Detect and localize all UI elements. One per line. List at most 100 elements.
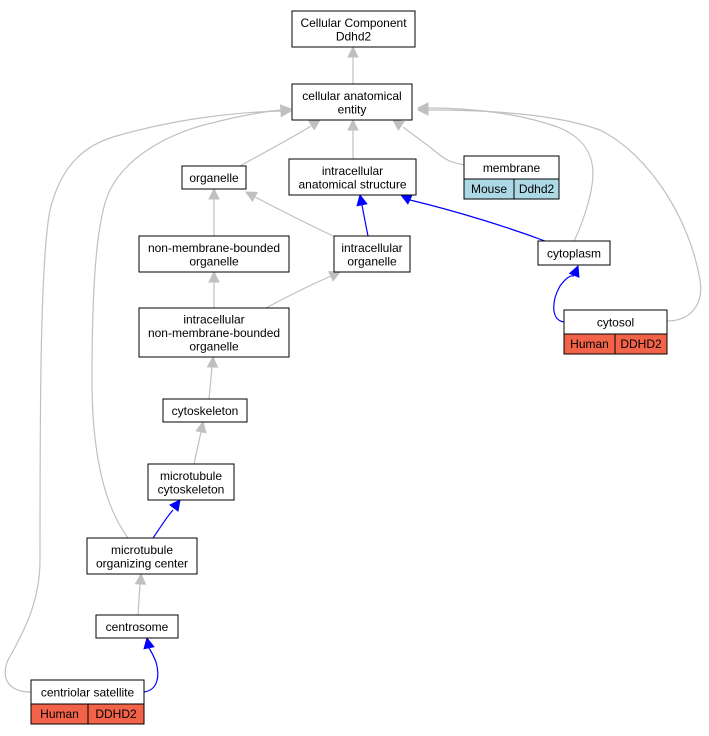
node-label: centrosome <box>106 620 169 634</box>
edge-line <box>239 125 312 167</box>
node-box <box>86 537 198 575</box>
edge-line <box>193 431 202 465</box>
node-organelle[interactable]: organelle <box>181 165 247 190</box>
arrowhead <box>356 193 368 207</box>
node-label: cytosol <box>597 316 634 330</box>
edge-line <box>152 509 174 539</box>
node-label: organelle <box>347 254 397 268</box>
edge-line <box>254 196 334 237</box>
edge-line <box>361 204 369 237</box>
node-cytoplasm[interactable]: cytoplasm <box>537 240 611 266</box>
gene-badge <box>87 703 145 725</box>
edge-line <box>137 583 141 616</box>
gene-label: Ddhd2 <box>519 182 555 196</box>
arrowhead <box>328 271 342 282</box>
node-label: organizing center <box>96 556 188 570</box>
node-box <box>181 165 247 190</box>
node-label: Ddhd2 <box>336 29 372 43</box>
arrowhead <box>208 187 220 200</box>
arrowhead <box>347 118 359 131</box>
edge-microtubule-organizing-center-to-microtubule-cytoskeleton <box>152 499 181 539</box>
edge-intracellular-nmb-organelle-to-non-membrane-bounded-organelle <box>208 270 220 308</box>
arrowhead <box>195 420 207 434</box>
gene-label: DDHD2 <box>620 337 662 351</box>
node-box <box>537 240 611 266</box>
gene-badge <box>513 178 560 200</box>
edge-intracellular-organelle-to-organelle <box>245 191 334 237</box>
edge-line <box>143 647 159 693</box>
node-label: intracellular <box>322 164 383 178</box>
edges-layer <box>4 45 702 693</box>
species-label: Mouse <box>471 182 507 196</box>
node-label: organelle <box>189 254 239 268</box>
edge-intracellular-nmb-organelle-to-intracellular-organelle <box>265 271 342 309</box>
edge-intracellular-anatomical-structure-to-cellular-anatomical-entity <box>347 118 359 159</box>
node-centrosome[interactable]: centrosome <box>95 614 179 639</box>
edge-microtubule-cytoskeleton-to-cytoskeleton <box>193 420 207 465</box>
node-label: microtubule <box>160 469 222 483</box>
node-intracellular-nmb-organelle[interactable]: intracellularnon-membrane-boundedorganel… <box>138 307 290 358</box>
edge-line <box>402 126 465 166</box>
node-label: cytoplasm <box>547 247 601 261</box>
edge-line <box>553 275 575 323</box>
edge-line <box>409 199 546 242</box>
arrowhead <box>169 499 181 512</box>
node-label: organelle <box>189 340 239 354</box>
edge-cytosol-to-cytoplasm <box>553 264 580 323</box>
edge-line <box>208 366 213 400</box>
arrowhead <box>208 270 220 283</box>
node-label: microtubule <box>111 543 173 557</box>
arrowhead <box>416 104 429 116</box>
species-label: Human <box>570 337 609 351</box>
edge-cytoskeleton-to-intracellular-nmb-organelle <box>206 355 219 400</box>
node-label: entity <box>338 102 367 116</box>
node-label: Cellular Component <box>300 16 407 30</box>
node-box <box>138 235 290 273</box>
arrowhead <box>399 194 413 205</box>
node-box <box>291 83 413 121</box>
edge-line <box>4 110 282 693</box>
node-label: intracellular <box>341 241 402 255</box>
node-label: organelle <box>189 171 239 185</box>
node-box <box>291 10 416 48</box>
edge-organelle-to-cellular-anatomical-entity <box>239 119 321 167</box>
edge-centriolar-satellite-to-cellular-anatomical-entity <box>4 105 293 693</box>
node-box <box>333 235 411 273</box>
node-label: cytoskeleton <box>158 482 225 496</box>
node-label: membrane <box>483 161 541 175</box>
arrowhead <box>280 105 293 118</box>
edge-intracellular-organelle-to-intracellular-anatomical-structure <box>356 193 369 237</box>
gene-badge <box>614 333 668 355</box>
arrowhead <box>347 45 359 58</box>
edge-non-membrane-bounded-organelle-to-organelle <box>208 187 220 236</box>
node-box <box>147 463 235 501</box>
arrowhead <box>134 572 147 585</box>
arrowhead <box>206 355 219 368</box>
edge-cellular-anatomical-entity-to-root <box>347 45 359 84</box>
node-label: non-membrane-bounded <box>148 326 280 340</box>
edge-line <box>265 275 332 309</box>
node-cytoskeleton[interactable]: cytoskeleton <box>162 398 248 423</box>
edge-centrosome-to-microtubule-organizing-center <box>134 572 147 616</box>
edge-centriolar-satellite-to-centrosome <box>143 636 159 693</box>
arrowhead <box>308 119 321 131</box>
edge-line <box>91 109 282 539</box>
node-box <box>288 158 417 196</box>
arrowhead <box>392 119 405 131</box>
node-label: intracellular <box>183 313 244 327</box>
node-label: cellular anatomical <box>302 89 401 103</box>
node-box <box>138 307 290 358</box>
edge-line <box>427 109 702 322</box>
